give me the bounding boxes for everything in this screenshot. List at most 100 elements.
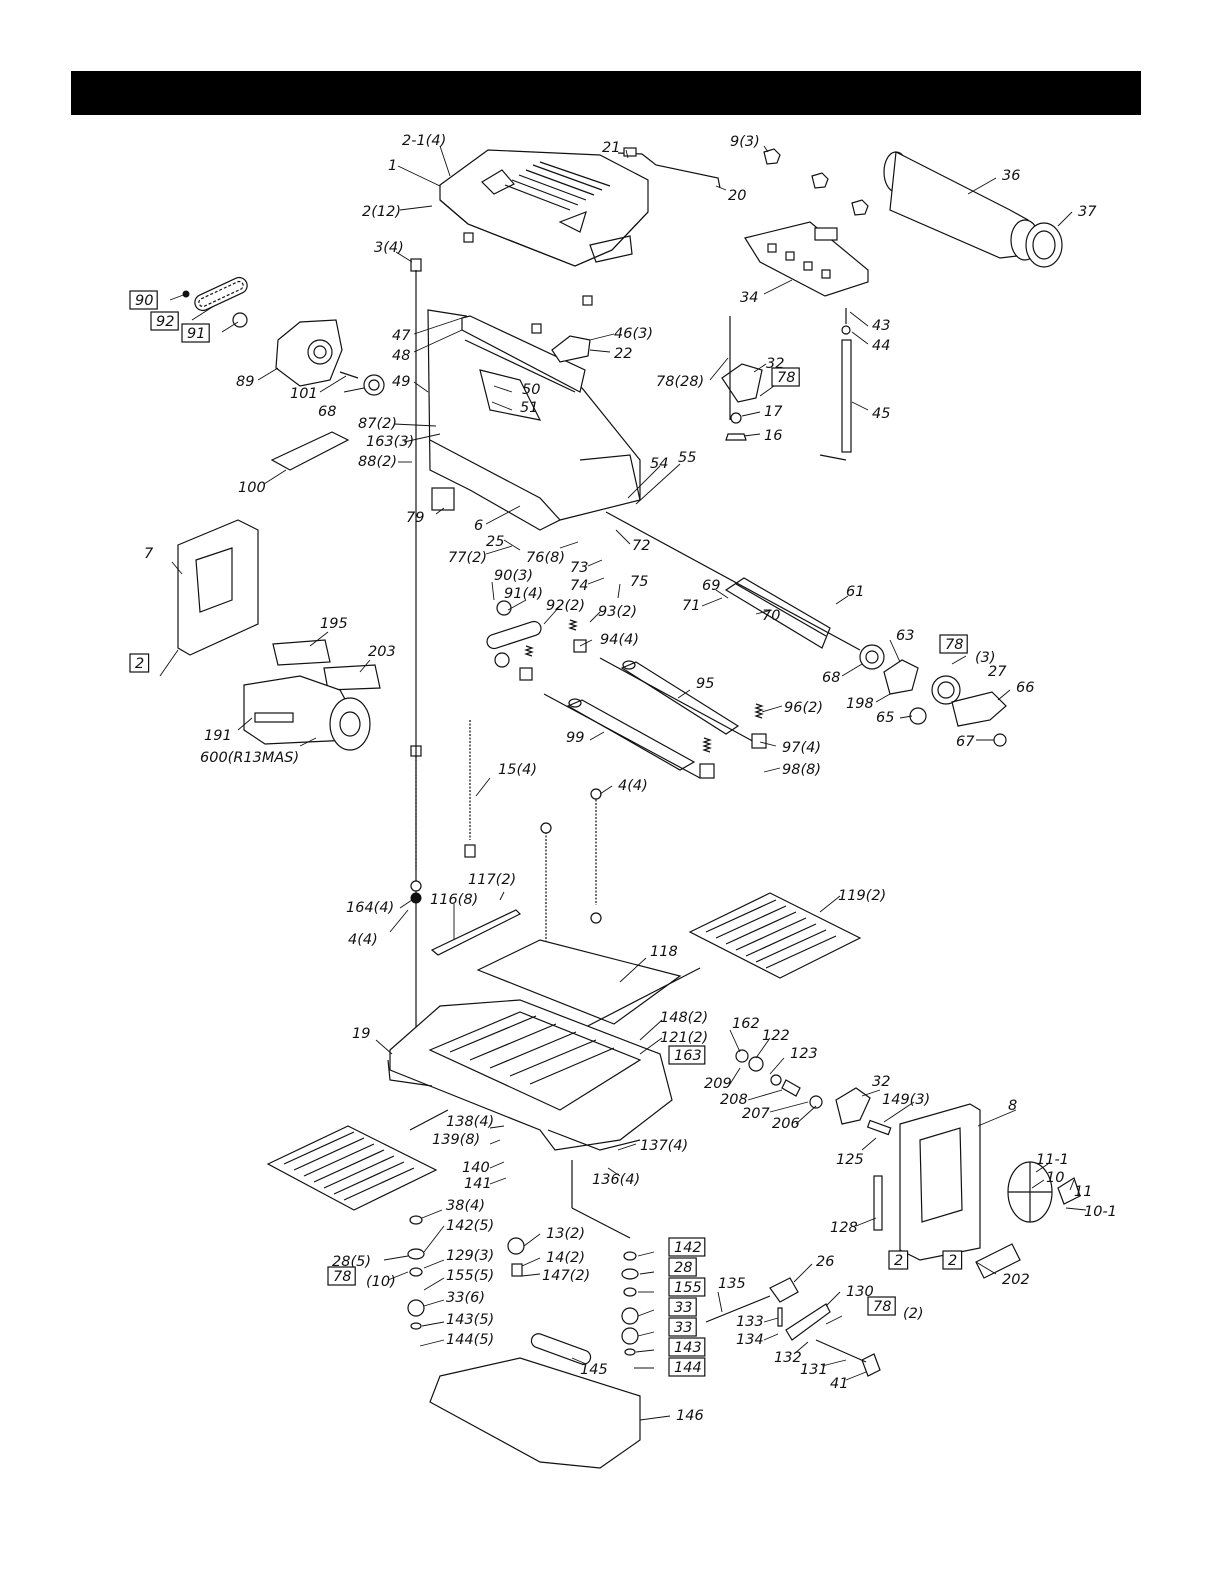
part-number-label: 51 (520, 400, 538, 416)
part-callout-66: 66 (1016, 680, 1034, 696)
part-callout-3-4: 3(4) (374, 240, 404, 256)
part-number-label: 28(5) (332, 1254, 371, 1270)
part-number-label: 10-1 (1084, 1204, 1117, 1220)
part-callout-144-5: 144(5) (446, 1332, 494, 1348)
part-number-label: 36 (1002, 168, 1020, 184)
part-callout-87-2: 87(2) (358, 416, 397, 432)
part-callout-209: 209 (704, 1076, 732, 1092)
label-plate-part (272, 639, 331, 666)
part-callout-2-1-4: 2-1(4) (402, 133, 446, 149)
bushing-part (699, 763, 715, 779)
part-number-label: 148(2) (660, 1010, 708, 1026)
bearing-part (363, 374, 385, 396)
part-number-label: 207 (742, 1106, 770, 1122)
part-number-label: 121(2) (660, 1030, 708, 1046)
part-callout-74: 74 (570, 578, 588, 594)
part-number-label: 101 (290, 386, 318, 402)
part-number-label: 54 (650, 456, 668, 472)
part-callout-26: 26 (816, 1254, 834, 1270)
callout-box (867, 1296, 896, 1316)
part-number-label: 14(2) (546, 1250, 585, 1266)
part-callout-91-4: 91(4) (504, 586, 543, 602)
part-callout-77-2: 77(2) (448, 550, 487, 566)
lead-screw-part (590, 788, 602, 924)
part-number-label: 91(4) (504, 586, 543, 602)
part-callout-75: 75 (630, 574, 648, 590)
part-number-label: 27 (988, 664, 1007, 680)
part-number-label: 132 (774, 1350, 802, 1366)
handle-knob-part (623, 147, 637, 157)
gear-box-part (275, 319, 343, 387)
part-number-label: 131 (800, 1362, 828, 1378)
callout-box (668, 1257, 697, 1277)
part-number-label: 7 (144, 546, 154, 562)
part-number-label: 140 (462, 1160, 490, 1176)
part-number-label: 96(2) (784, 700, 823, 716)
part-number-label: 8 (1008, 1098, 1017, 1114)
part-callout-32b: 32 (872, 1074, 890, 1090)
part-number-label: 162 (732, 1016, 760, 1032)
cutterhead-part (724, 577, 831, 649)
part-number-label: 163 (674, 1048, 702, 1064)
part-number-label: 144(5) (446, 1332, 494, 1348)
part-callout-143b: 143 (668, 1337, 706, 1357)
nut-part (725, 433, 747, 441)
spring-part (754, 703, 764, 719)
part-callout-41: 41 (830, 1376, 848, 1392)
part-callout-70: 70 (762, 608, 780, 624)
part-callout-11: 11 (1074, 1184, 1092, 1200)
sprocket-part (494, 652, 510, 668)
part-number-label: 97(4) (782, 740, 821, 756)
spring-part (568, 619, 578, 631)
clip-part (811, 172, 829, 189)
motor-bracket-part (721, 363, 763, 403)
part-callout-4-4b: 4(4) (348, 932, 378, 948)
part-callout-28b: 28 (668, 1257, 697, 1277)
part-callout-139-8: 139(8) (432, 1132, 480, 1148)
part-callout-141: 141 (464, 1176, 492, 1192)
part-callout-10: 10 (1046, 1170, 1064, 1186)
bearing-part (809, 1095, 823, 1109)
part-number-label: 90 (135, 293, 153, 309)
chain-part (194, 276, 248, 312)
part-number-label: 63 (896, 628, 914, 644)
nub-part (463, 232, 474, 243)
chain-part (530, 1333, 592, 1365)
part-callout-94-4: 94(4) (600, 632, 639, 648)
part-callout-33-6: 33(6) (446, 1290, 485, 1306)
part-number-label: 134 (736, 1332, 764, 1348)
part-callout-68b: 68 (822, 670, 840, 686)
part-number-label: 198 (846, 696, 874, 712)
sprocket-part (496, 600, 512, 616)
part-number-label: 68 (318, 404, 336, 420)
part-callout-50: 50 (522, 382, 540, 398)
switch-panel-part (744, 221, 869, 297)
part-callout-97-4: 97(4) (782, 740, 821, 756)
part-callout-195: 195 (320, 616, 348, 632)
chain-part (486, 620, 542, 650)
part-callout-1: 1 (388, 158, 397, 174)
part-number-label: 4(4) (618, 778, 648, 794)
part-callout-135: 135 (718, 1276, 746, 1292)
part-callout-8: 8 (1008, 1098, 1017, 1114)
part-callout-125: 125 (836, 1152, 864, 1168)
part-number-label: 69 (702, 578, 720, 594)
part-callout-54: 54 (650, 456, 668, 472)
motor-bracket-part (835, 1087, 871, 1125)
part-callout-65: 65 (876, 710, 894, 726)
part-callout-73: 73 (570, 560, 588, 576)
part-number-label: 33 (674, 1320, 692, 1336)
clip-part (851, 199, 869, 216)
part-callout-163b: 163 (668, 1045, 706, 1065)
part-callout-13-2: 13(2) (546, 1226, 585, 1242)
part-number-label: (2) (903, 1306, 924, 1322)
callout-box (771, 367, 800, 387)
callout-box (668, 1045, 706, 1065)
part-number-label: 45 (872, 406, 890, 422)
shaft-part (729, 308, 852, 461)
part-callout-92: 92 (150, 311, 179, 331)
part-number-label: 119(2) (838, 888, 886, 904)
part-callout-25: 25 (486, 534, 504, 550)
strip-part (430, 909, 522, 956)
part-number-label: 17 (764, 404, 783, 420)
